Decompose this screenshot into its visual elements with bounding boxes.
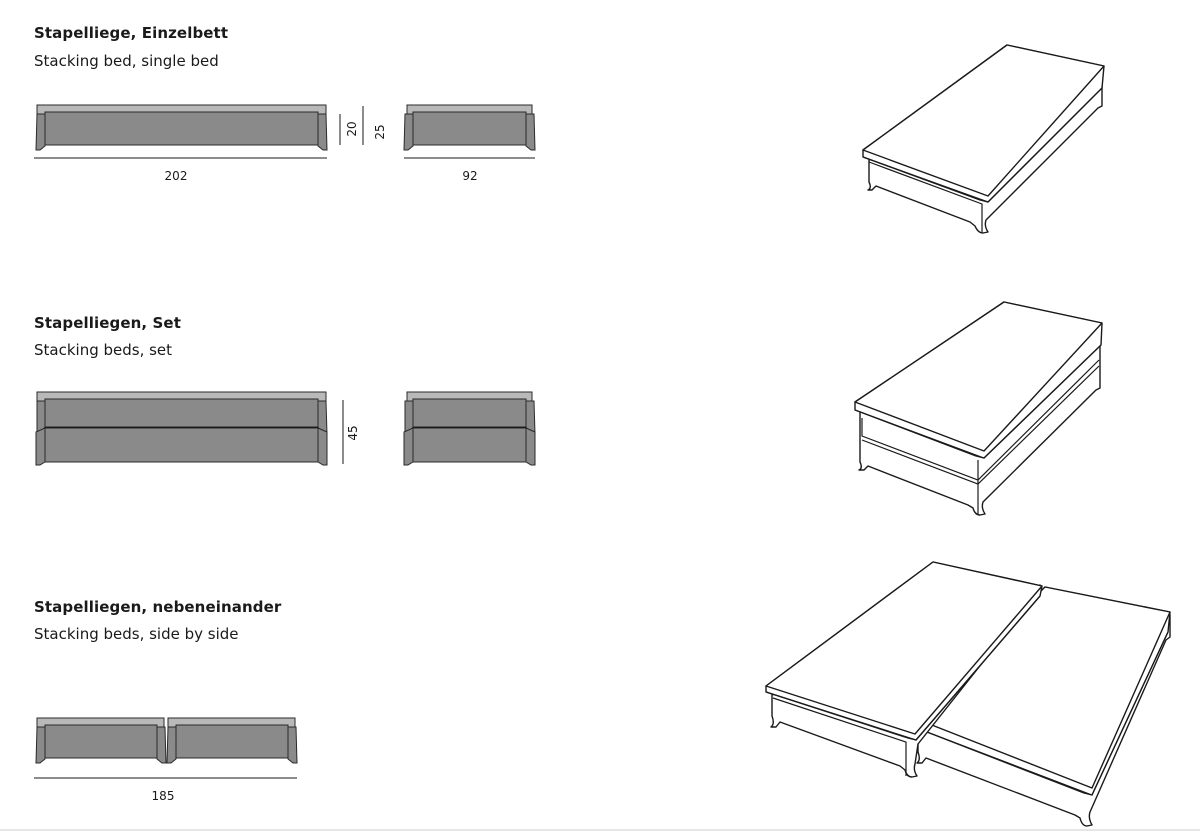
single-bed-isometric [862, 44, 1105, 234]
frame-body [44, 111, 319, 146]
single-bed-side-view [35, 104, 328, 151]
lower-frame-body [44, 427, 319, 463]
left-leg [35, 113, 46, 151]
section-2-title: Stapelliegen, Set [34, 314, 181, 332]
lower-right-leg [525, 427, 536, 466]
side-by-side-isometric [765, 561, 1171, 827]
set-isometric [854, 301, 1103, 516]
right-leg [525, 113, 536, 151]
length-label: 202 [165, 169, 188, 183]
lower-left-leg [403, 427, 414, 466]
section-1-title: Stapelliege, Einzelbett [34, 24, 229, 42]
left-frame-body [44, 724, 158, 759]
set-end-view [403, 391, 536, 466]
set-height-label: 45 [346, 425, 360, 440]
footer-divider [0, 829, 1200, 831]
section-3-subtitle: Stacking beds, side by side [34, 625, 239, 643]
section-3-title: Stapelliegen, nebeneinander [34, 598, 282, 616]
side-by-side-view [35, 717, 298, 764]
single-bed-end-view [403, 104, 536, 151]
right-leg [317, 113, 328, 151]
lower-frame-body [412, 427, 527, 463]
lower-right-leg [317, 427, 328, 466]
upper-frame-body [412, 398, 527, 428]
lower-left-leg [35, 427, 46, 466]
side-by-side-width-label: 185 [152, 789, 175, 803]
upper-frame-body [44, 398, 319, 428]
section-1-subtitle: Stacking bed, single bed [34, 52, 219, 70]
set-side-view [35, 391, 328, 466]
height-frame-label: 20 [345, 121, 359, 136]
width-label: 92 [462, 169, 477, 183]
right-frame-body [175, 724, 289, 759]
left-leg [403, 113, 414, 151]
frame-body [412, 111, 527, 146]
section-2-subtitle: Stacking beds, set [34, 341, 173, 359]
height-total-label: 25 [373, 124, 387, 139]
